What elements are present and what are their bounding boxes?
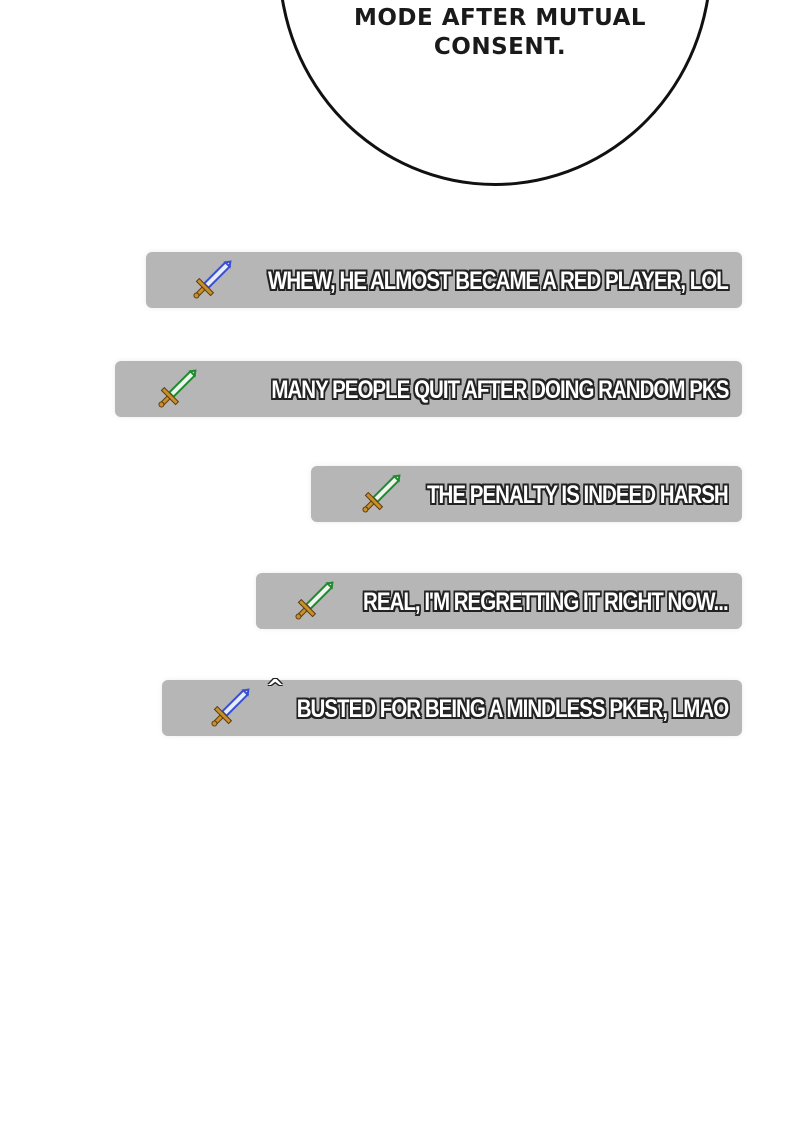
green-sword-icon <box>153 365 201 413</box>
green-sword-icon <box>290 577 338 625</box>
reply-caret: ^ <box>266 676 285 701</box>
chat-message-text: MANY PEOPLE QUIT AFTER DOING RANDOM PKS <box>270 376 729 404</box>
chat-message-text: WHEW, HE ALMOST BECAME A RED PLAYER, LOL <box>268 267 729 295</box>
chat-message: MANY PEOPLE QUIT AFTER DOING RANDOM PKS <box>115 361 742 417</box>
chat-message-text: BUSTED FOR BEING A MINDLESS PKER, LMAO <box>296 695 729 723</box>
chat-message: WHEW, HE ALMOST BECAME A RED PLAYER, LOL <box>146 252 742 308</box>
chat-message-text: THE PENALTY IS INDEED HARSH <box>427 481 729 509</box>
speech-bubble-line-1: MODE AFTER MUTUAL <box>353 5 647 31</box>
blue-sword-icon <box>206 684 254 732</box>
chat-message: ^ BUSTED FOR BEING A MINDLESS PKER, LMAO <box>162 676 742 736</box>
speech-bubble-text: MODE AFTER MUTUAL CONSENT. <box>300 4 700 62</box>
green-sword-icon <box>357 470 405 518</box>
chat-message: THE PENALTY IS INDEED HARSH <box>311 466 742 522</box>
blue-sword-icon <box>188 256 236 304</box>
chat-message-text: REAL, I'M REGRETTING IT RIGHT NOW... <box>363 588 729 616</box>
speech-bubble-line-2: CONSENT. <box>433 34 567 60</box>
chat-message: REAL, I'M REGRETTING IT RIGHT NOW... <box>256 573 742 629</box>
